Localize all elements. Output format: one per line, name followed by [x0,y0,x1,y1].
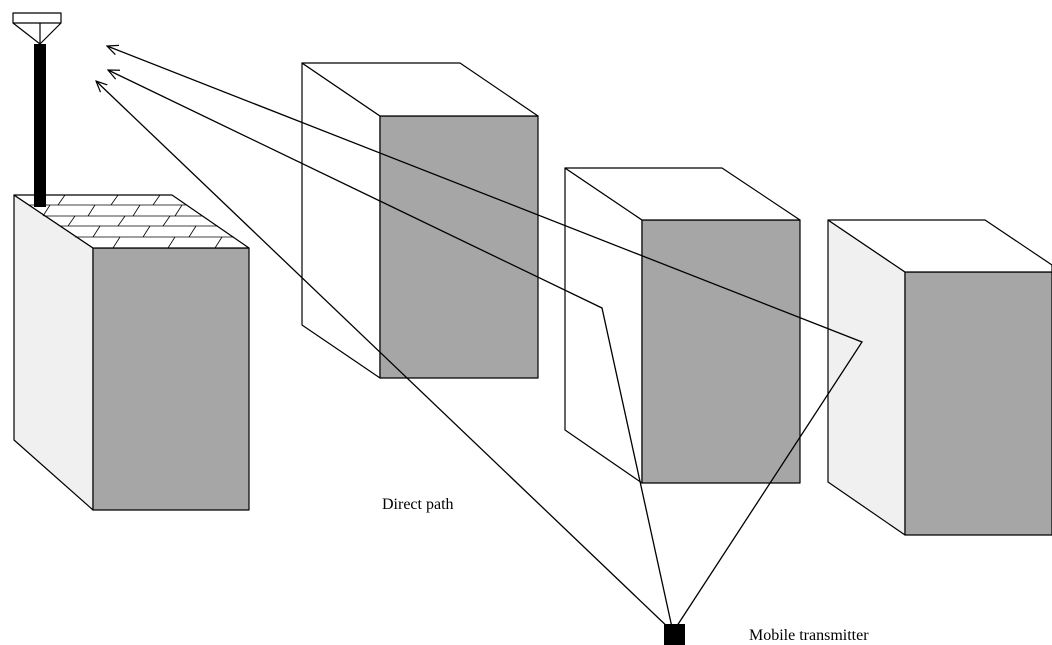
building-1-side-face [92,247,250,511]
reflected-path-ray-building-3 [108,70,674,633]
building-1 [12,12,250,511]
building-1-front-face [13,194,94,511]
antenna-mast [34,44,46,207]
building-4 [827,219,1052,536]
roof-tiles [29,194,234,249]
reflected-path-ray-building-4 [107,46,863,633]
direct-path-ray [96,81,674,633]
mobile-transmitter-label: Mobile transmitter [749,627,869,644]
building-2-side-face [379,115,539,379]
building-4-side-face [904,271,1052,536]
building-3-roof [564,167,801,221]
building-2-roof [301,62,539,117]
building-3-side-face [641,219,801,484]
antenna-icon [12,12,62,45]
building-2 [301,62,539,379]
building-3 [564,167,801,484]
propagation-paths [96,46,863,633]
mobile-transmitter-icon [664,624,685,645]
building-4-roof [827,219,1052,273]
building-2-front-face [301,62,381,379]
direct-path-label: Direct path [382,496,454,513]
